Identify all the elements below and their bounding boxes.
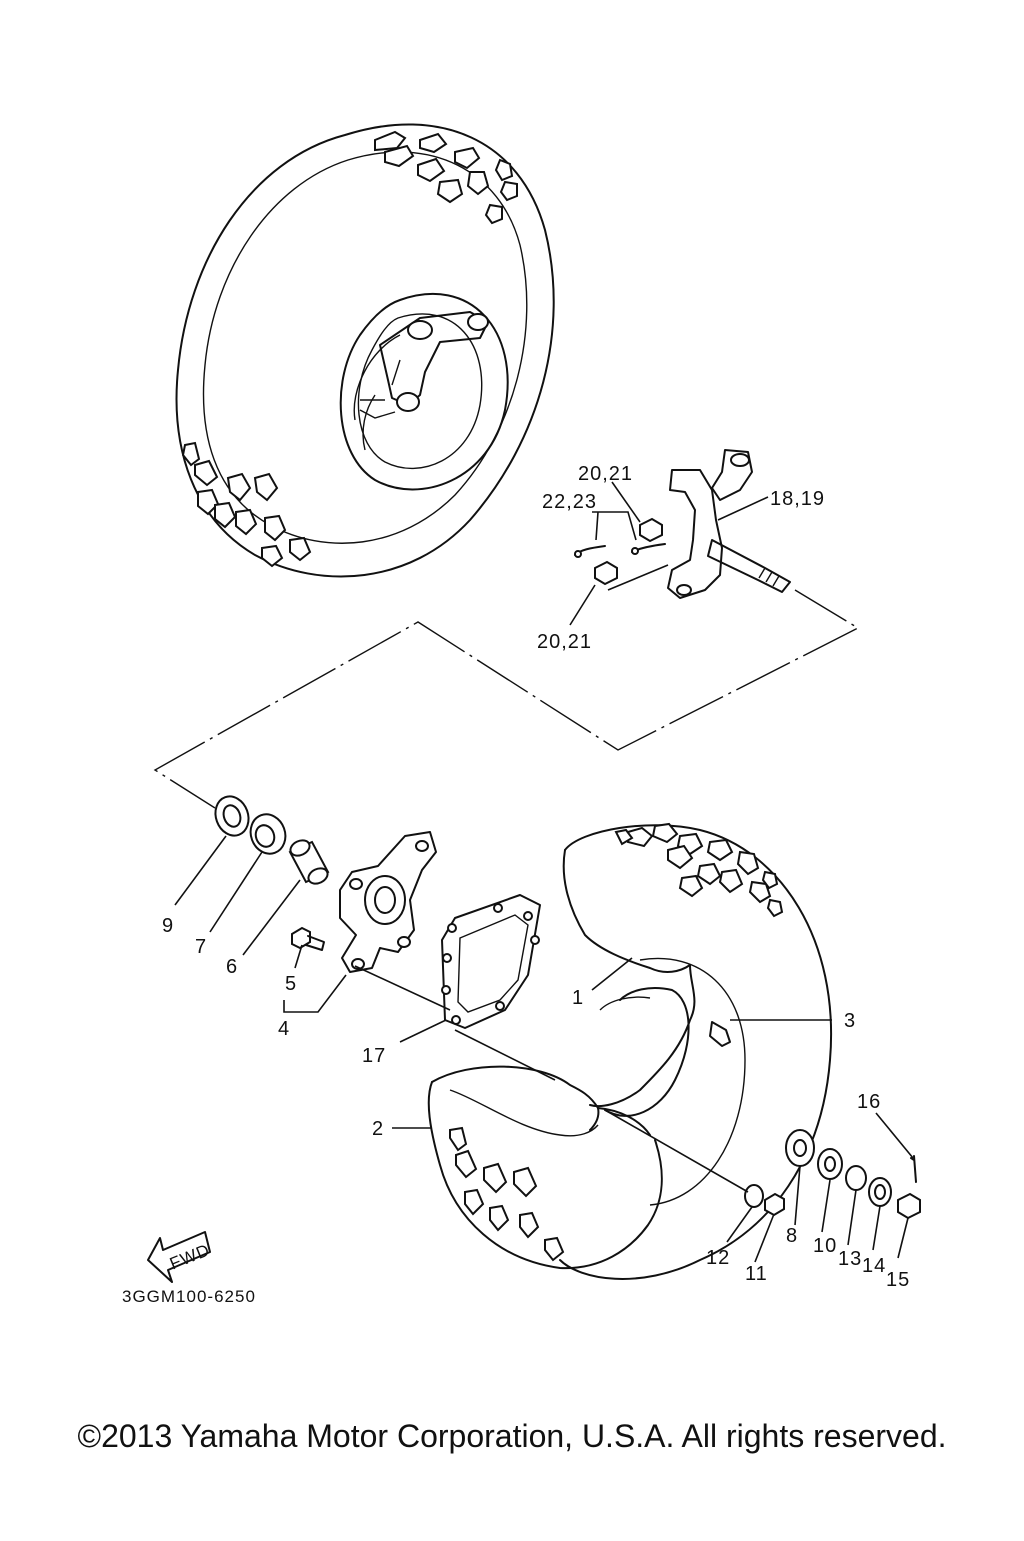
callout-22-23: 22,23 xyxy=(542,491,597,513)
callout-7: 7 xyxy=(195,936,207,958)
leader-7 xyxy=(209,851,263,933)
steering-knuckle xyxy=(667,449,791,599)
callout-20-21-bottom: 20,21 xyxy=(537,631,592,653)
callout-1: 1 xyxy=(572,987,584,1009)
leader-22-23 xyxy=(592,511,637,541)
leader-16 xyxy=(875,1112,914,1159)
rim-half-2 xyxy=(427,1065,663,1270)
leader-6 xyxy=(242,879,301,956)
callout-8: 8 xyxy=(786,1225,798,1247)
callout-3: 3 xyxy=(844,1010,856,1032)
leader-11 xyxy=(754,1213,775,1263)
assembly-line xyxy=(607,564,669,591)
callout-4: 4 xyxy=(278,1018,290,1040)
drawing-code: 3GGM100-6250 xyxy=(122,1287,256,1306)
callout-13: 13 xyxy=(838,1248,862,1270)
bearing-7 xyxy=(249,813,287,855)
assembly-outline xyxy=(153,589,860,809)
leader-1 xyxy=(591,957,633,991)
leader-5 xyxy=(294,944,303,969)
leader-4 xyxy=(283,974,347,1013)
leader-20-21-top xyxy=(611,481,641,523)
nut-and-pin-set xyxy=(574,517,666,586)
callout-9: 9 xyxy=(162,915,174,937)
leader-12 xyxy=(726,1206,753,1243)
callout-5: 5 xyxy=(285,973,297,995)
leader-10 xyxy=(821,1179,831,1233)
gasket-17 xyxy=(441,894,541,1029)
leader-18-19 xyxy=(717,496,769,521)
axle-line xyxy=(354,965,749,1193)
callout-17: 17 xyxy=(362,1045,386,1067)
callout-16: 16 xyxy=(857,1091,881,1113)
callout-14: 14 xyxy=(862,1255,886,1277)
spacer-6 xyxy=(288,839,330,885)
copyright-notice: ©2013 Yamaha Motor Corporation, U.S.A. A… xyxy=(77,1418,947,1454)
callout-15: 15 xyxy=(886,1269,910,1291)
bolt-5 xyxy=(291,926,325,951)
callout-12: 12 xyxy=(706,1247,730,1269)
leader-8 xyxy=(794,1165,801,1226)
callout-11: 11 xyxy=(745,1263,768,1285)
callout-2: 2 xyxy=(372,1118,384,1140)
leader-9 xyxy=(174,835,227,906)
callout-6: 6 xyxy=(226,956,238,978)
exploded-wheel xyxy=(559,822,833,1280)
callout-20-21-top: 20,21 xyxy=(578,463,633,485)
leader-15 xyxy=(897,1217,909,1259)
leader-20-21-bottom xyxy=(569,584,596,626)
small-parts xyxy=(744,1129,921,1220)
oil-seal-9 xyxy=(214,795,250,837)
forward-arrow-icon: FWD xyxy=(147,1231,213,1283)
leader-13 xyxy=(847,1189,857,1246)
callout-18-19: 18,19 xyxy=(770,488,825,510)
leader-17 xyxy=(399,1019,447,1043)
leader-14 xyxy=(872,1205,881,1251)
wheel-hub-4 xyxy=(339,831,437,973)
assembled-wheel xyxy=(175,123,555,578)
callout-10: 10 xyxy=(813,1235,837,1257)
